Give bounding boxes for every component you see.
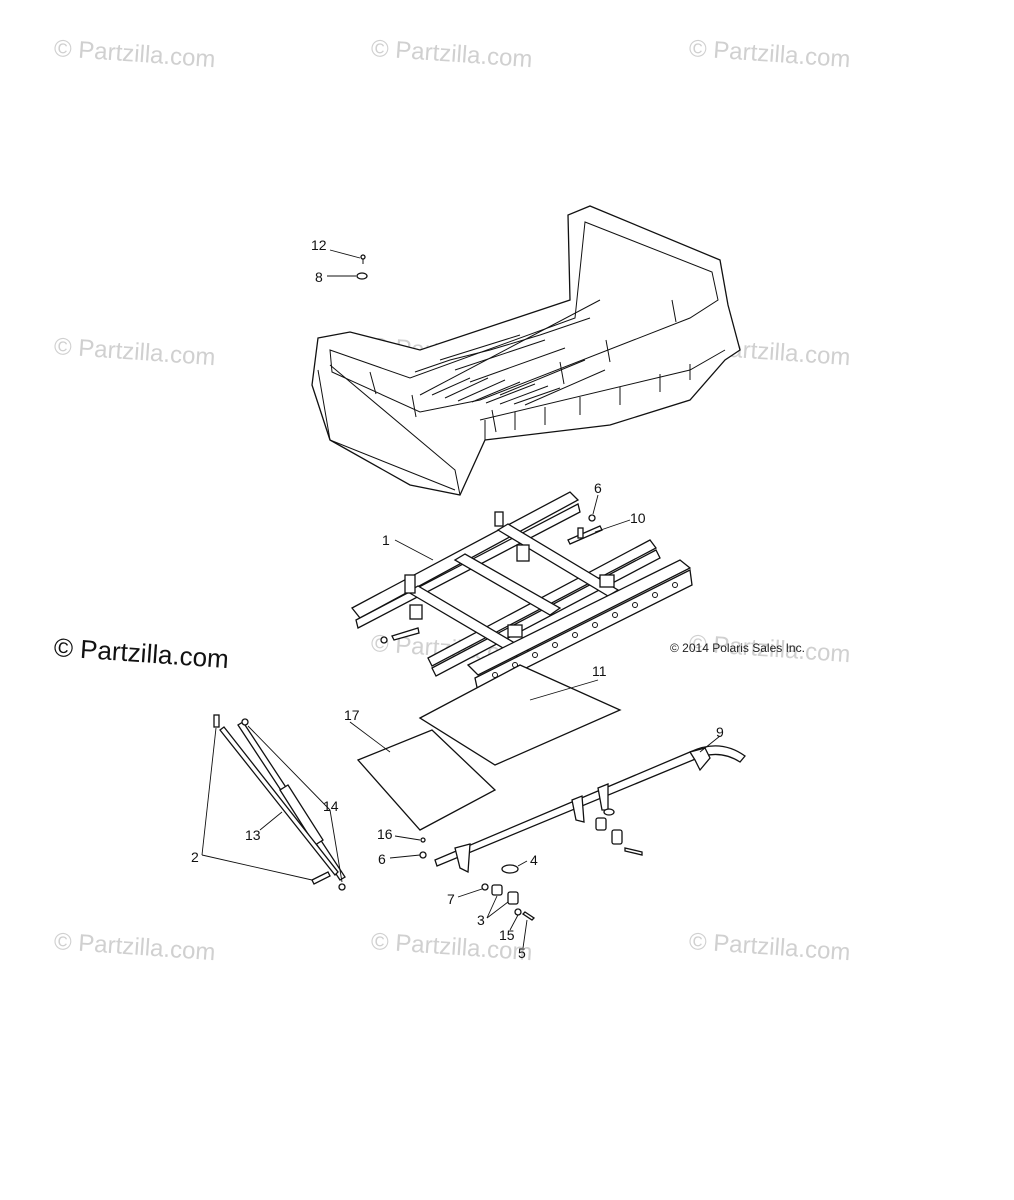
- callout-4: 4: [530, 852, 538, 868]
- washer-7[interactable]: [481, 883, 489, 891]
- callout-16: 16: [377, 826, 393, 842]
- washer-8[interactable]: [356, 272, 368, 280]
- tailgate-bar[interactable]: [434, 745, 746, 874]
- callout-2: 2: [191, 849, 199, 865]
- screw-12[interactable]: [360, 254, 366, 264]
- panel-17[interactable]: [356, 729, 497, 831]
- bolt-5[interactable]: [521, 911, 536, 921]
- callout-7: 7: [447, 891, 455, 907]
- nut-16[interactable]: [420, 837, 426, 843]
- latches[interactable]: [595, 808, 643, 856]
- gas-strut[interactable]: [219, 721, 346, 881]
- copyright-text: © 2014 Polaris Sales Inc.: [670, 641, 805, 655]
- callout-17: 17: [344, 707, 360, 723]
- nut-6-top[interactable]: [588, 514, 596, 522]
- callout-12: 12: [311, 237, 327, 253]
- callout-9: 9: [716, 724, 724, 740]
- callout-5: 5: [518, 945, 526, 961]
- callout-10: 10: [630, 510, 646, 526]
- bumper-4[interactable]: [501, 864, 519, 874]
- callout-14: 14: [323, 798, 339, 814]
- bolt-frame[interactable]: [380, 627, 420, 644]
- pin-2-bottom[interactable]: [311, 871, 331, 885]
- callout-6: 6: [378, 851, 386, 867]
- clip-14[interactable]: [241, 718, 346, 891]
- callout-13: 13: [245, 827, 261, 843]
- pin-2-top[interactable]: [213, 714, 220, 728]
- panel-11[interactable]: [418, 664, 622, 766]
- nut-6-bottom[interactable]: [419, 851, 427, 859]
- callout-15: 15: [499, 927, 515, 943]
- callout-8: 8: [315, 269, 323, 285]
- washer-15[interactable]: [514, 908, 522, 916]
- frame-assembly[interactable]: [351, 491, 693, 693]
- callout-6: 6: [594, 480, 602, 496]
- latch-3[interactable]: [491, 884, 519, 905]
- callout-1: 1: [382, 532, 390, 548]
- cargo-box[interactable]: [311, 205, 741, 496]
- callout-3: 3: [477, 912, 485, 928]
- bolt-10[interactable]: [567, 525, 603, 545]
- callout-11: 11: [592, 663, 607, 679]
